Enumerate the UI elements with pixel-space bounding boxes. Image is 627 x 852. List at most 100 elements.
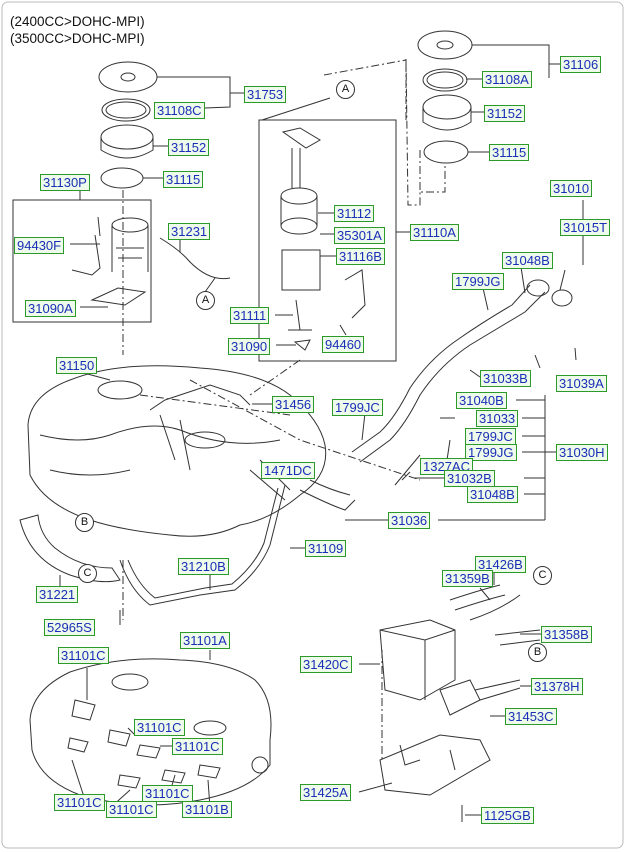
leader (119, 547, 305, 625)
engine-spec-line-1: (2400CC>DOHC-MPI) (10, 14, 145, 29)
part-label-31033B[interactable]: 31033B (480, 370, 531, 387)
part-label-31130P[interactable]: 31130P (40, 174, 90, 191)
fuel-tank-upper (27, 365, 327, 537)
leader (71, 650, 211, 809)
guide-line (189, 379, 421, 481)
part-label-31359B[interactable]: 31359B (442, 570, 493, 587)
part-label-31425A[interactable]: 31425A (300, 784, 351, 801)
part-label-35301A[interactable]: 35301A (334, 227, 385, 244)
part-label-31090A[interactable]: 31090A (25, 300, 76, 317)
part-label-31101C[interactable]: 31101C (172, 738, 223, 755)
part-label-31112[interactable]: 31112 (334, 205, 375, 222)
pump-module-left (71, 216, 149, 306)
part-label-1799JG[interactable]: 1799JG (452, 273, 504, 290)
part-label-31101C[interactable]: 31101C (54, 794, 105, 811)
callout-c: C (533, 566, 552, 585)
leader (482, 200, 584, 311)
leader (466, 44, 560, 153)
part-label-1471DC[interactable]: 1471DC (261, 462, 315, 479)
part-label-31090[interactable]: 31090 (228, 338, 271, 355)
part-label-31111[interactable]: 31111 (230, 307, 270, 324)
leader (438, 395, 556, 521)
heat-shield-left (19, 514, 121, 583)
part-label-31015T[interactable]: 31015T (560, 219, 611, 236)
leader (469, 369, 481, 378)
part-label-31115[interactable]: 31115 (163, 171, 204, 188)
part-label-31036[interactable]: 31036 (388, 512, 431, 529)
leader (275, 212, 347, 346)
callout-a: A (196, 291, 215, 310)
part-label-31150[interactable]: 31150 (56, 357, 98, 374)
part-label-31358B[interactable]: 31358B (541, 626, 592, 643)
callout-b: B (528, 643, 547, 662)
part-label-31456[interactable]: 31456 (272, 396, 315, 413)
part-label-52965S[interactable]: 52965S (44, 619, 95, 636)
part-label-31101C[interactable]: 31101C (134, 719, 185, 736)
tank-strap-inner (127, 487, 279, 599)
engine-spec-line-2: (3500CC>DOHC-MPI) (10, 31, 145, 46)
leader (79, 371, 272, 405)
part-label-31109[interactable]: 31109 (305, 540, 347, 557)
canister-group (379, 584, 541, 822)
part-label-31048B[interactable]: 31048B (502, 252, 553, 269)
part-label-31152[interactable]: 31152 (168, 139, 210, 156)
part-label-31115[interactable]: 31115 (489, 144, 530, 161)
part-label-31420C[interactable]: 31420C (300, 656, 352, 673)
part-label-31231[interactable]: 31231 (168, 223, 211, 240)
part-label-31152[interactable]: 31152 (484, 105, 526, 122)
part-label-31040B[interactable]: 31040B (456, 392, 507, 409)
part-label-1799JG[interactable]: 1799JG (465, 444, 517, 461)
part-label-31753[interactable]: 31753 (244, 86, 287, 103)
part-label-31106[interactable]: 31106 (560, 56, 602, 73)
part-label-31010[interactable]: 31010 (550, 180, 593, 197)
part-label-31110A[interactable]: 31110A (410, 224, 459, 241)
part-label-94430F[interactable]: 94430F (14, 237, 65, 254)
part-label-31039A[interactable]: 31039A (556, 375, 607, 392)
leader (358, 572, 541, 816)
guide-line (139, 394, 291, 416)
left-cap-group (98, 61, 158, 189)
part-label-31210B[interactable]: 31210B (178, 558, 229, 575)
part-label-94460[interactable]: 94460 (322, 336, 365, 353)
right-cap-group (417, 30, 473, 164)
guide-line (323, 59, 421, 206)
part-label-1799JC[interactable]: 1799JC (465, 428, 516, 445)
part-label-31033[interactable]: 31033 (476, 410, 519, 427)
callout-c: C (78, 564, 97, 583)
part-label-31221[interactable]: 31221 (36, 586, 79, 603)
part-label-31032B[interactable]: 31032B (444, 470, 495, 487)
guide-line (419, 150, 446, 193)
callout-a: A (336, 80, 355, 99)
guide-line (249, 359, 301, 396)
part-label-1125GB[interactable]: 1125GB (481, 807, 534, 824)
part-label-31101B[interactable]: 31101B (182, 801, 232, 818)
leader (361, 412, 455, 479)
part-label-31030H[interactable]: 31030H (556, 444, 608, 461)
part-label-31101C[interactable]: 31101C (58, 647, 109, 664)
tank-strap (119, 484, 286, 606)
leader (70, 243, 108, 308)
pump-frame-center (258, 119, 397, 362)
pump-frame-left (12, 199, 152, 323)
part-label-31108A[interactable]: 31108A (482, 71, 532, 88)
sender-wire (159, 237, 231, 280)
leader (261, 97, 410, 233)
part-label-31453C[interactable]: 31453C (505, 708, 557, 725)
part-label-31426B[interactable]: 31426B (475, 556, 526, 573)
filler-neck (351, 279, 573, 486)
part-label-31101C[interactable]: 31101C (142, 785, 193, 802)
part-label-31101C[interactable]: 31101C (106, 801, 157, 818)
leader (143, 76, 244, 179)
part-label-31048B[interactable]: 31048B (467, 486, 518, 503)
part-label-31378H[interactable]: 31378H (531, 678, 583, 695)
hose-31036 (299, 479, 356, 511)
part-label-31108C[interactable]: 31108C (154, 102, 205, 119)
part-label-31116B[interactable]: 31116B (336, 248, 385, 265)
callout-b: B (75, 513, 94, 532)
part-label-1799JC[interactable]: 1799JC (332, 399, 383, 416)
pump-module-center (280, 127, 366, 351)
leader (179, 238, 216, 293)
part-label-31101A[interactable]: 31101A (180, 632, 230, 649)
